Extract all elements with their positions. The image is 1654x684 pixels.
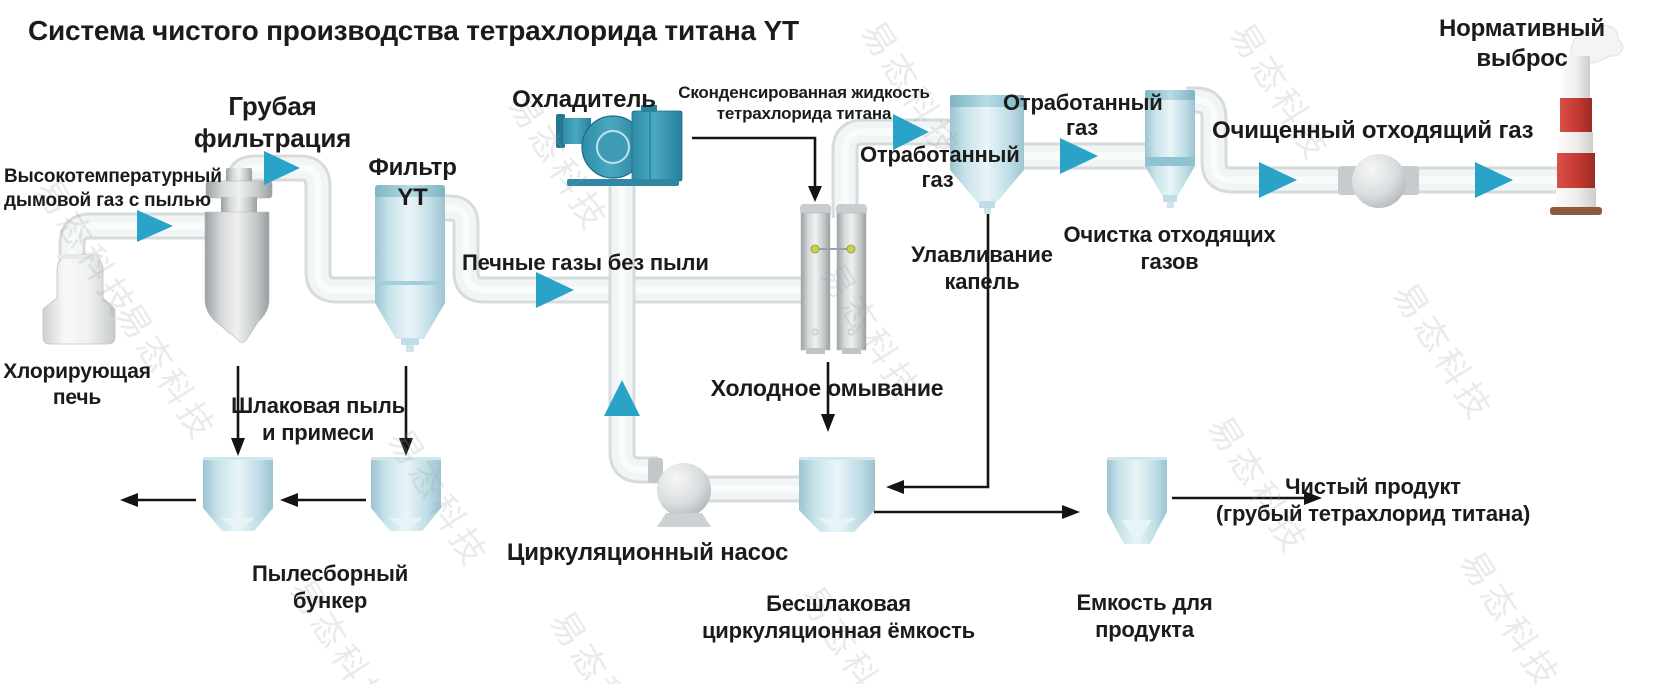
label-rough-filtration: Грубая фильтрация <box>193 91 352 154</box>
cooler-blower <box>556 105 683 186</box>
annotation-lines <box>120 136 1322 519</box>
label-slag-dust: Шлаковая пыль и примеси <box>231 393 405 446</box>
arrow-separator-slag-down <box>231 366 245 456</box>
label-filter-yt: Фильтр YT <box>368 154 457 211</box>
arrow-scrubber-to-tank <box>821 362 835 432</box>
arrow-product-out <box>1172 491 1322 505</box>
flow-arrows <box>137 114 1513 416</box>
flow-arrow-icon <box>137 210 173 242</box>
rough-filtration-separator-vessel <box>204 168 273 343</box>
flow-arrow-icon <box>1475 162 1513 198</box>
cold-washing-scrubber <box>800 204 867 354</box>
label-cleaned-gas: Очищенный отходящий газ <box>1212 117 1534 144</box>
flow-arrow-icon <box>536 272 574 308</box>
filter-yt-vessel <box>375 185 445 352</box>
label-circulation-pump: Циркуляционный насос <box>506 539 789 566</box>
label-gas-cleaning: Очистка отходящих газов <box>1063 222 1276 275</box>
label-exhaust-gas-left: Отработанный газ <box>860 142 1020 192</box>
arrow-filter-slag-down <box>399 366 413 456</box>
label-droplet-capture: Улавливание капель <box>911 242 1053 295</box>
pipe-circulation-riser <box>608 183 658 484</box>
flow-arrow-icon <box>1060 138 1098 174</box>
label-cooler: Охладитель <box>512 86 656 113</box>
label-furnace-gases: Печные газы без пыли <box>462 250 709 275</box>
label-exhaust-gas-right: Отработанный газ <box>1003 90 1163 140</box>
arrow-hopper-discharge-left <box>120 493 196 507</box>
product-tank-vessel <box>1107 457 1167 544</box>
pipe-furnace-to-separator <box>58 212 208 264</box>
label-normative-emission: Нормативный выброс <box>1439 15 1605 72</box>
flow-arrow-icon <box>604 380 640 416</box>
arrow-condensed-liquid <box>692 136 822 202</box>
label-product-tank: Емкость для продукта <box>1076 590 1213 643</box>
pipe-scrubber-to-catcher <box>831 118 955 218</box>
page-title: Система чистого производства тетрахлорид… <box>28 15 799 46</box>
label-clean-product: Чистый продукт (грубый тетрахлорид титан… <box>1215 474 1531 527</box>
flow-arrow-icon <box>893 114 929 150</box>
label-chlorinating-furnace: Хлорирующая печь <box>3 360 151 410</box>
arrow-catcher-to-tank <box>886 214 990 494</box>
flow-arrow-icon <box>264 151 300 185</box>
emission-chimney <box>1550 25 1624 215</box>
gas-cleaner-cyclone <box>1145 90 1195 208</box>
label-hot-gas: Высокотемпературный дымовой газ с пылью <box>4 166 222 211</box>
droplet-catcher-vessel <box>950 95 1024 214</box>
flow-arrow-icon <box>1259 162 1297 198</box>
pipe-cleaner-to-chimney <box>1186 86 1560 194</box>
label-dust-hopper: Пылесборный бункер <box>251 561 409 614</box>
dust-hopper-left <box>203 457 273 531</box>
slag-free-circulation-tank <box>799 457 875 532</box>
label-slag-free-tank: Бесшлаковая циркуляционная ёмкость <box>701 591 976 644</box>
label-cold-washing: Холодное омывание <box>710 375 944 401</box>
dust-hopper-right <box>371 457 441 531</box>
circulation-pump-device <box>648 458 711 527</box>
pipe-filter-to-scrubber <box>438 194 804 304</box>
exhaust-fan-device <box>1338 154 1419 208</box>
label-condensed-liquid: Сконденсированная жидкость тетрахлорида … <box>678 83 930 124</box>
arrow-between-hoppers <box>280 493 366 507</box>
arrow-tank-to-product <box>874 505 1080 519</box>
chlorinating-furnace-vessel <box>42 254 116 345</box>
